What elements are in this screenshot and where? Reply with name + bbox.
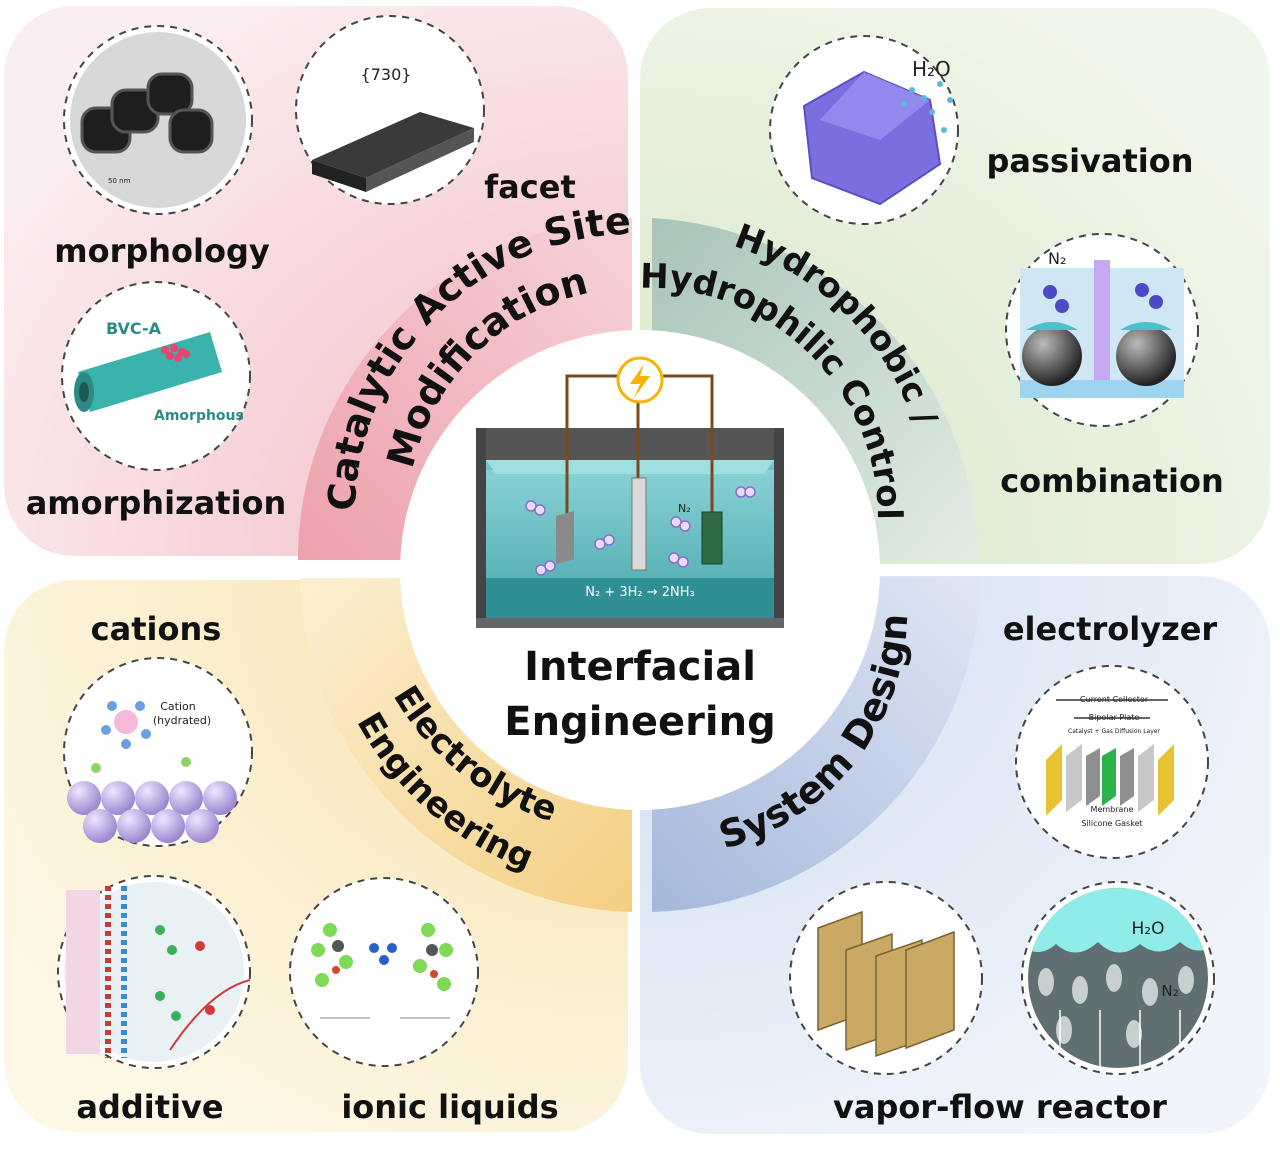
label-morphology: morphology	[54, 232, 270, 270]
facet-spheres	[312, 112, 474, 192]
inset-cations: Cation (hydrated)	[63, 657, 253, 847]
inset-amorphization: BVC-A Amorphous	[61, 281, 251, 471]
inset-morphology: 50 nm	[63, 25, 253, 215]
vapor-water-label: H₂O	[1132, 919, 1165, 939]
label-combination: combination	[1000, 462, 1224, 500]
facet-index: {730}	[361, 65, 412, 84]
inset-vapor-flow-reactor: H₂O N₂	[1021, 881, 1215, 1075]
center-title-line2: Engineering	[504, 699, 775, 745]
current-collector-label: Current Collector	[1080, 695, 1149, 704]
catalyst-gdl-label: Catalyst + Gas Diffusion Layer	[1068, 728, 1160, 735]
label-amorphization: amorphization	[26, 484, 287, 522]
label-facet: facet	[484, 168, 575, 206]
membrane-label: Membrane	[1091, 805, 1134, 814]
bipolar-plate-label: Bipolar Plate	[1089, 713, 1140, 722]
inset-vapor-flow-cell	[789, 881, 983, 1075]
inset-electrolyzer: Current Collector Bipolar Plate Catalyst…	[1015, 665, 1209, 859]
cell-n2-label: N₂	[678, 502, 691, 515]
label-passivation: passivation	[986, 142, 1193, 180]
amorphous-label: Amorphous	[154, 408, 244, 424]
center-title-line1: Interfacial	[524, 644, 756, 690]
morphology-scale-bar: 50 nm	[108, 177, 131, 185]
label-cations: cations	[91, 610, 222, 648]
combination-n2-label: N₂	[1048, 249, 1066, 268]
electrochemical-cell: N₂ N₂ + 3H₂ → 2NH₃	[476, 356, 784, 628]
inset-ionic-liquids	[289, 877, 479, 1067]
inset-combination: N₂	[1005, 233, 1199, 427]
passivation-water-label: H₂O	[912, 57, 951, 81]
hydrated-label: (hydrated)	[153, 714, 211, 727]
silicone-gasket-label: Silicone Gasket	[1081, 819, 1142, 828]
inset-passivation: H₂O	[769, 35, 959, 225]
inset-additive	[57, 875, 251, 1069]
label-electrolyzer: electrolyzer	[1003, 610, 1218, 648]
inset-facet: {730}	[295, 15, 485, 205]
label-vapor-flow-reactor: vapor-flow reactor	[833, 1088, 1167, 1126]
cation-label: Cation	[160, 700, 196, 713]
vapor-n2-label: N₂	[1161, 982, 1178, 1000]
label-additive: additive	[76, 1088, 223, 1126]
label-ionic-liquids: ionic liquids	[341, 1088, 558, 1126]
bvc-label: BVC-A	[106, 319, 162, 338]
reaction-equation: N₂ + 3H₂ → 2NH₃	[585, 585, 695, 600]
